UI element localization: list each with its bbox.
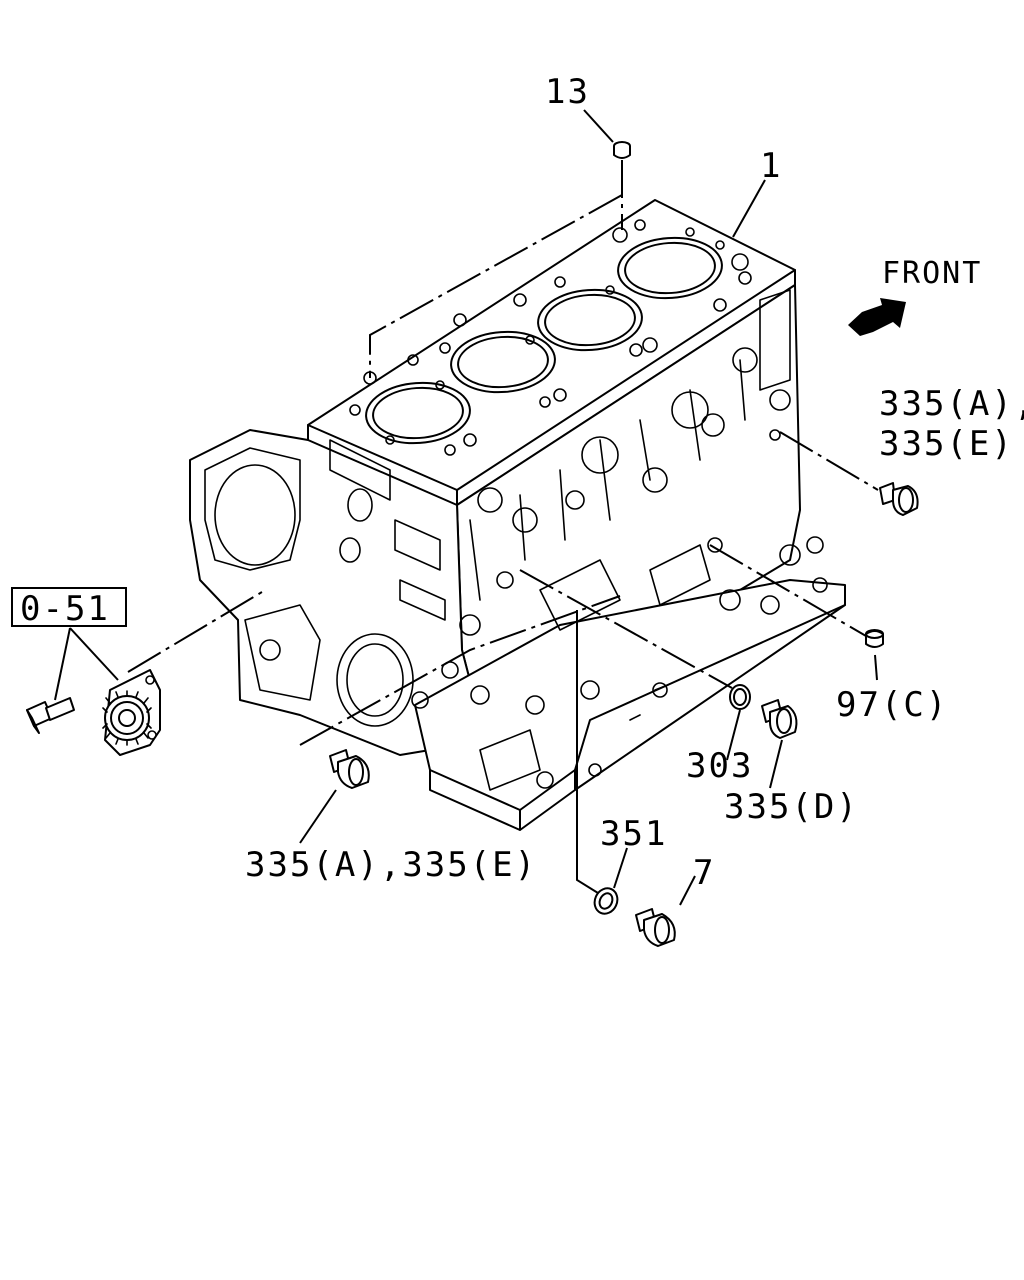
callout-335ae-bottom: 335(A),335(E)	[245, 845, 537, 885]
part-97c-cap-icon	[865, 629, 884, 648]
callout-7: 7	[693, 853, 715, 893]
callout-0-51: 0-51	[20, 589, 110, 629]
part-13-plug-icon	[613, 141, 631, 159]
part-351-washer-icon	[593, 887, 619, 915]
callout-351: 351	[600, 814, 667, 854]
front-direction-arrow-icon	[848, 298, 906, 336]
part-335ae-bottom-plug-icon	[329, 749, 370, 789]
cylinder-block	[189, 199, 846, 831]
callout-1: 1	[760, 146, 782, 186]
callout-303: 303	[686, 746, 753, 786]
callout-13: 13	[545, 72, 590, 112]
callout-335ae-right-e: 335(E)	[879, 424, 1014, 464]
callout-335ae-right-a: 335(A),	[879, 384, 1024, 424]
part-0-51-bolt-icon	[26, 697, 75, 734]
part-0-51-oil-pump-icon	[102, 669, 161, 756]
part-335d-plug-icon	[761, 699, 798, 739]
callout-97c: 97(C)	[836, 685, 948, 725]
part-335ae-right-plug-icon	[879, 482, 919, 516]
front-direction-label: FRONT	[882, 256, 982, 291]
callout-0-51-box	[11, 587, 127, 627]
leader-lines	[54, 109, 879, 906]
callout-335d: 335(D)	[724, 787, 859, 827]
part-7-drain-plug-icon	[635, 908, 676, 947]
part-303-washer-icon	[729, 684, 751, 710]
